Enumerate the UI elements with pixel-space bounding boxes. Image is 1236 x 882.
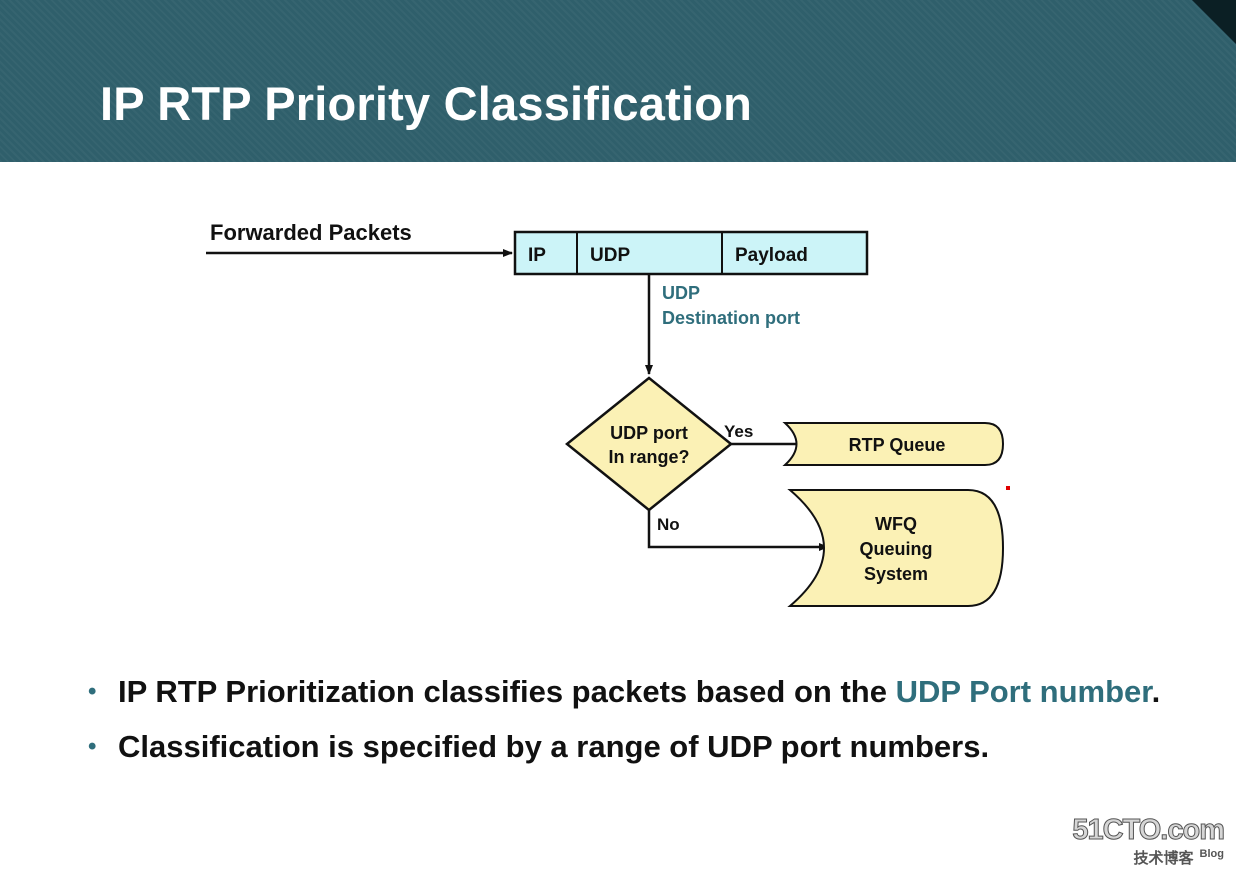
packet-header: IP UDP Payload — [513, 230, 869, 276]
wfq-shape — [787, 489, 1005, 607]
wfq-label-line1: WFQ — [875, 514, 917, 534]
no-arrow — [647, 510, 829, 551]
udp-label: UDP — [662, 283, 700, 303]
bullet-item: • Classification is specified by a range… — [88, 727, 1168, 766]
bullet-list: • IP RTP Prioritization classifies packe… — [88, 672, 1168, 782]
page-corner-fold — [1192, 0, 1236, 44]
rtp-queue-label: RTP Queue — [849, 435, 946, 455]
watermark-sub-text: 技术博客 — [1133, 850, 1194, 867]
watermark-subtitle: 技术博客 Blog — [1072, 847, 1224, 868]
decision-text-line2: In range? — [608, 447, 689, 467]
slide-title: IP RTP Priority Classification — [100, 77, 753, 130]
bullet-icon: • — [88, 733, 97, 760]
stray-red-mark — [1006, 486, 1010, 490]
packet-field-ip: IP — [528, 245, 546, 266]
destination-port-label: Destination port — [662, 308, 800, 328]
bullet-text: IP RTP Prioritization classifies packets… — [118, 674, 896, 709]
wfq-queuing-system: WFQ Queuing System — [787, 489, 1005, 607]
bullet-highlight: UDP Port number — [895, 674, 1152, 709]
site-watermark: 51CTO.com 技术博客 Blog — [1072, 814, 1226, 868]
packet-box — [513, 230, 869, 276]
wfq-label-line3: System — [864, 564, 928, 584]
decision-text-line1: UDP port — [610, 423, 688, 443]
rtp-queue-shape — [782, 422, 1005, 466]
decision-diamond: UDP port In range? — [565, 376, 733, 512]
rtp-queue: RTP Queue — [782, 422, 1005, 466]
no-label: No — [657, 515, 680, 534]
watermark-logo: 51CTO.com — [1072, 814, 1226, 846]
yes-label: Yes — [724, 422, 753, 441]
bullet-icon: • — [88, 678, 97, 705]
wfq-label-line2: Queuing — [860, 539, 933, 559]
bullet-text-end: . — [1151, 674, 1161, 709]
watermark-blog: Blog — [1199, 848, 1224, 860]
packet-field-payload: Payload — [735, 245, 808, 266]
title-bar: IP RTP Priority Classification — [0, 0, 1236, 162]
decision-shape — [565, 376, 733, 512]
bullet-item: • IP RTP Prioritization classifies packe… — [88, 672, 1168, 711]
bullet-text: Classification is specified by a range o… — [118, 729, 990, 764]
packet-field-udp: UDP — [590, 245, 630, 266]
forwarded-packets-label: Forwarded Packets — [210, 220, 412, 245]
